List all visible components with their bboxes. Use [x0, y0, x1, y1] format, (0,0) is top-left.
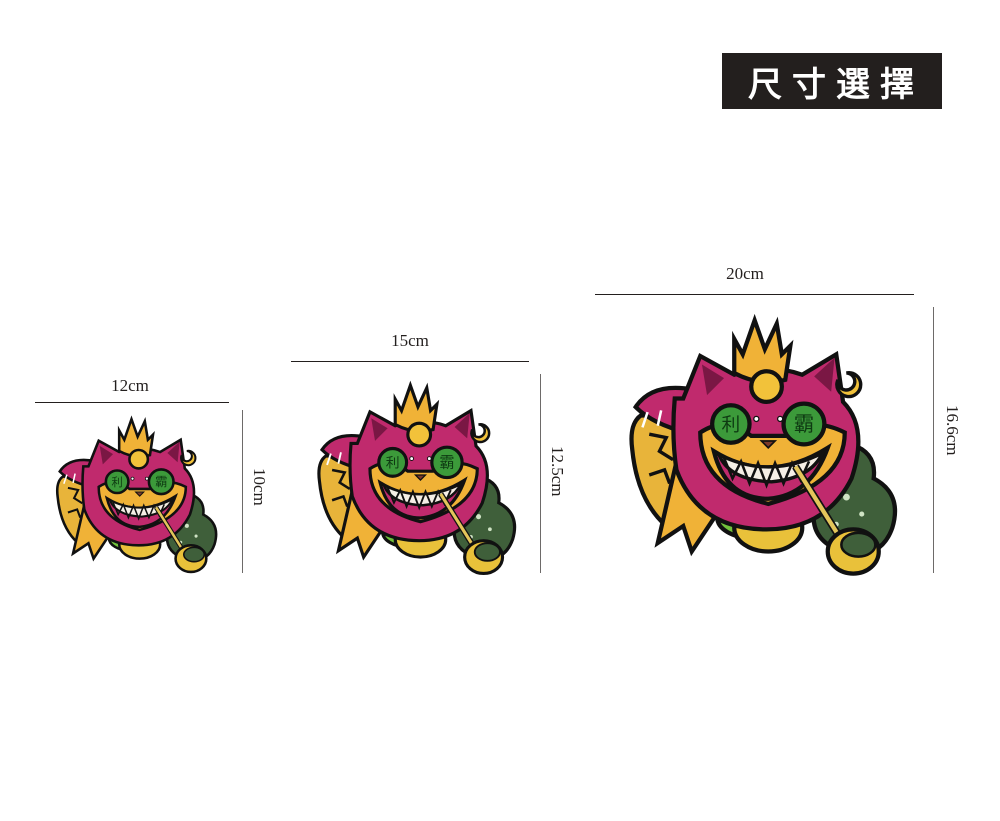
height-dimension-line-small [242, 410, 243, 573]
height-label-large: 16.6cm [943, 405, 962, 456]
size-selection-title: 尺寸選擇 [722, 53, 942, 109]
height-dimension-line-medium [540, 374, 541, 573]
height-label-medium: 12.5cm [548, 446, 567, 497]
width-dimension-line-small [35, 402, 229, 403]
sticker-image-large[interactable] [593, 305, 918, 577]
width-label-medium: 15cm [391, 331, 429, 350]
sticker-image-medium[interactable] [289, 374, 533, 576]
sticker-image-small[interactable] [35, 410, 229, 574]
width-label-small: 12cm [111, 376, 149, 395]
width-dimension-line-medium [291, 361, 529, 362]
height-dimension-line-large [933, 307, 934, 573]
height-label-small: 10cm [250, 468, 269, 506]
width-label-large: 20cm [726, 264, 764, 283]
width-dimension-line-large [595, 294, 914, 295]
